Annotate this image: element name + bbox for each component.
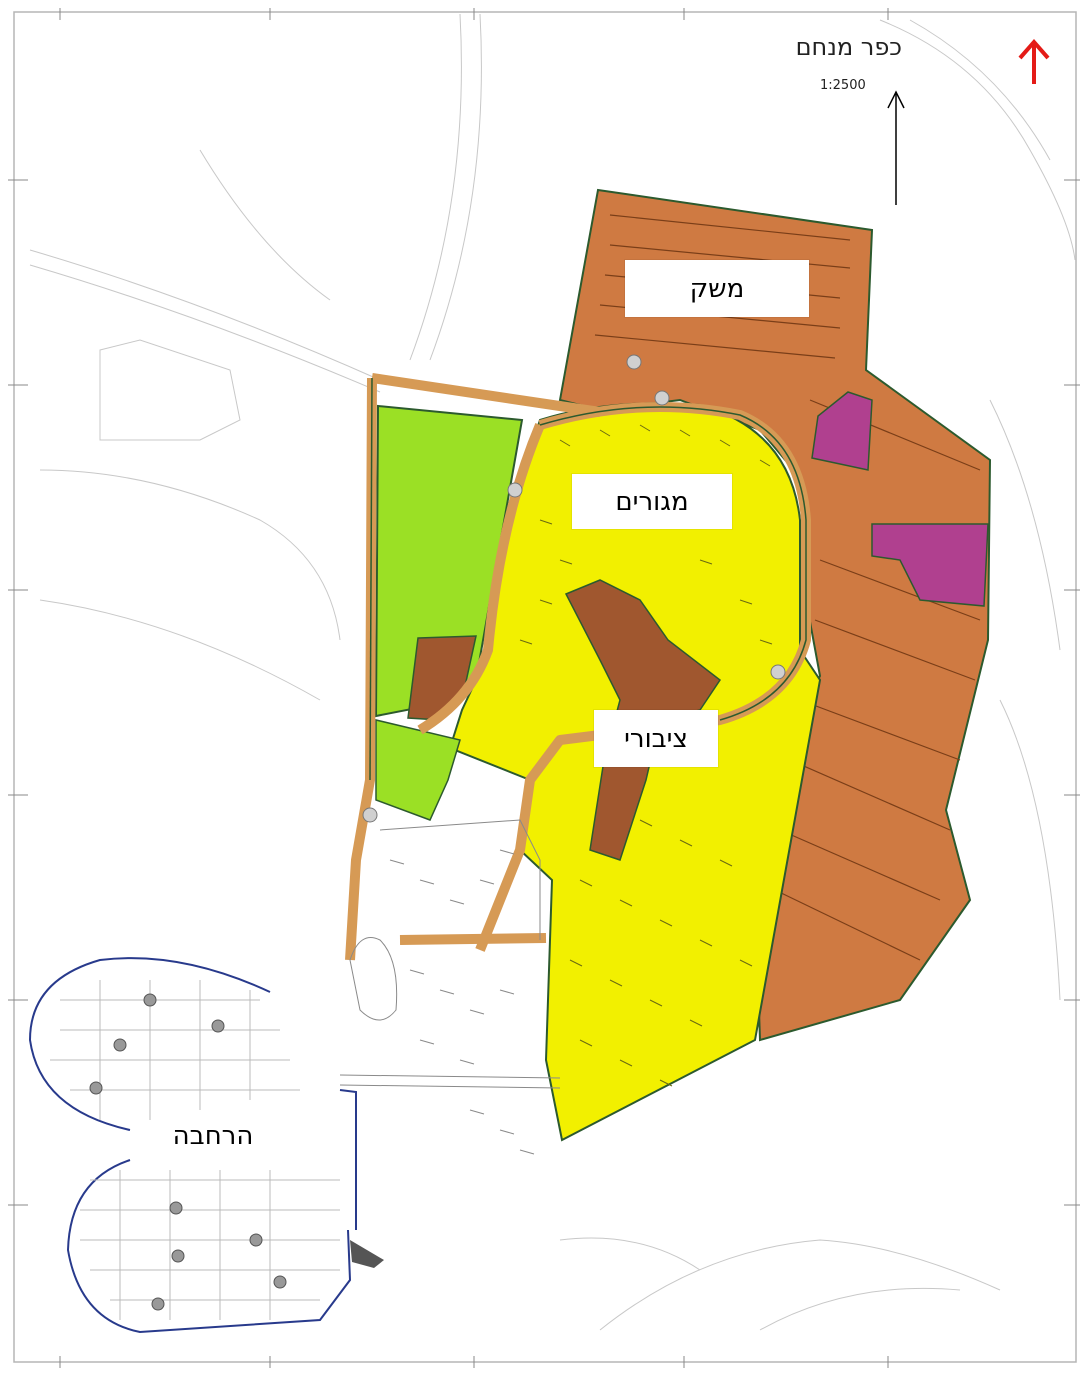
expansion-street-grid: [50, 980, 340, 1320]
green-zone-lower: [375, 719, 461, 821]
grid-ticks: [8, 8, 1080, 1368]
map-border: [13, 11, 1077, 1363]
zone-label-meshek: משק: [625, 260, 809, 317]
road-outline: [369, 377, 807, 781]
magenta-zone-upper: [811, 391, 873, 471]
map-scale: 1:2500: [820, 78, 866, 93]
zone-label-harchava: הרחבה: [172, 1121, 254, 1151]
expansion-roundabouts: [89, 993, 287, 1311]
hatched-lot: [350, 1240, 384, 1268]
built-area-lines: [339, 819, 561, 1155]
red-arrow-up-icon: [1018, 38, 1050, 84]
magenta-zone-lower: [871, 523, 989, 607]
zone-label-megurim: מגורים: [572, 474, 732, 529]
background-linework: [29, 13, 1076, 1331]
map-title: כפר מנחם: [795, 33, 902, 61]
zone-label-tziburi: ציבורי: [594, 710, 718, 767]
roundabouts: [362, 354, 786, 823]
arrow-up-icon: [887, 90, 905, 205]
